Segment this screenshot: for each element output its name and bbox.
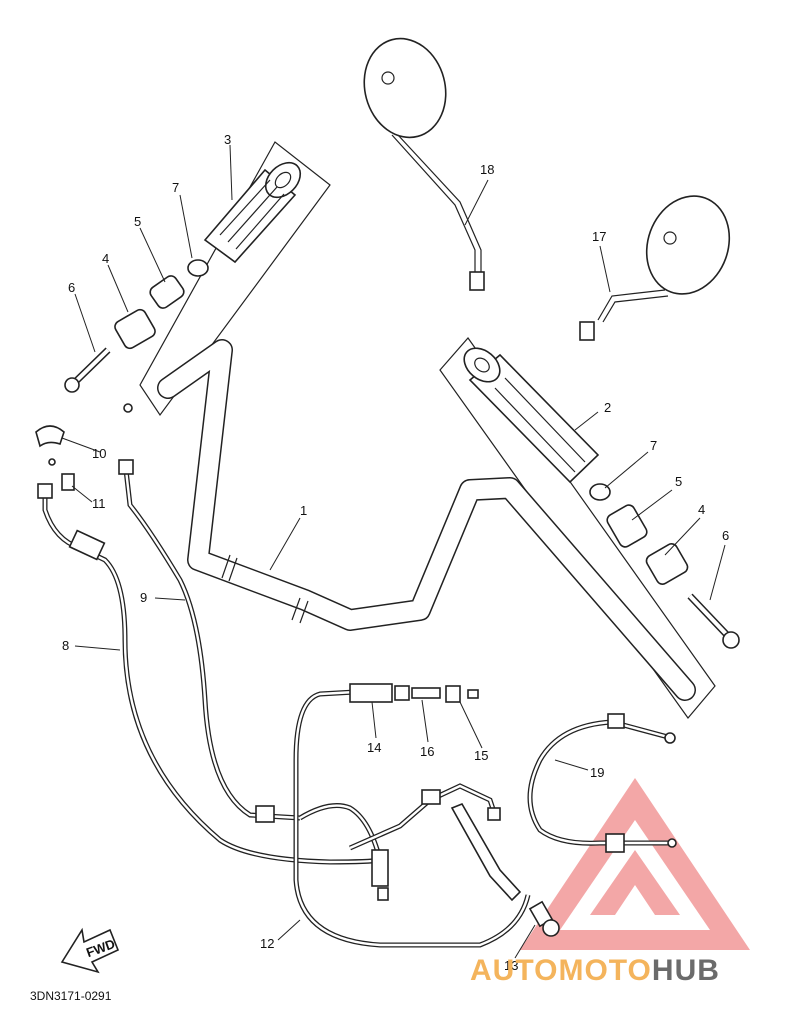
left-mirror [363, 37, 485, 291]
left-grip [203, 161, 302, 264]
watermark-automoto: AUTOMOTO [470, 954, 652, 987]
callout-7-left: 7 [172, 180, 179, 195]
right-grip [463, 347, 600, 484]
callout-8: 8 [62, 638, 69, 653]
callout-10: 10 [92, 446, 106, 461]
clutch-clamp-10 [35, 425, 65, 466]
callout-13: 13 [504, 958, 518, 973]
callout-11: 11 [92, 496, 106, 511]
clutch-cable [37, 483, 381, 865]
callout-2: 2 [604, 400, 611, 415]
callout-12: 12 [260, 936, 274, 951]
callout-19: 19 [590, 765, 604, 780]
left-bolt-6 [64, 347, 111, 393]
automotohub-logo [520, 778, 750, 950]
callout-9: 9 [140, 590, 147, 605]
right-collar-5 [606, 504, 648, 548]
right-weight-4 [645, 543, 689, 585]
watermark-text: AUTOMOTOHUB [470, 954, 720, 987]
screw-11 [61, 473, 75, 491]
callout-5-right: 5 [675, 474, 682, 489]
callout-1: 1 [300, 503, 307, 518]
left-weight-4 [114, 308, 156, 350]
watermark-hub: HUB [652, 954, 720, 987]
choke-cable-19 [527, 713, 677, 853]
screw-13 [528, 900, 560, 937]
throttle-cable-9 [118, 403, 301, 823]
callout-4-left: 4 [102, 251, 109, 266]
callout-15: 15 [474, 748, 488, 763]
drawing-code: 3DN3171-0291 [30, 989, 112, 1003]
callout-7-right: 7 [650, 438, 657, 453]
throttle-cable-12 [293, 689, 531, 948]
callout-14: 14 [367, 740, 381, 755]
callout-3: 3 [224, 132, 231, 147]
left-collar-5 [149, 275, 185, 309]
callout-18: 18 [480, 162, 494, 177]
callout-4-right: 4 [698, 502, 705, 517]
fwd-arrow-icon: FWD [60, 927, 120, 974]
right-bolt-6 [687, 593, 740, 649]
callout-16: 16 [420, 744, 434, 759]
left-collar-7 [187, 259, 209, 277]
callout-5-left: 5 [134, 214, 141, 229]
callout-6-right: 6 [722, 528, 729, 543]
cable-adjuster [349, 683, 479, 703]
right-mirror [579, 195, 731, 341]
leader-lines [61, 144, 726, 959]
callout-6-left: 6 [68, 280, 75, 295]
handlebar [157, 339, 696, 701]
logo-inner-mark [590, 850, 680, 915]
callout-17: 17 [592, 229, 606, 244]
